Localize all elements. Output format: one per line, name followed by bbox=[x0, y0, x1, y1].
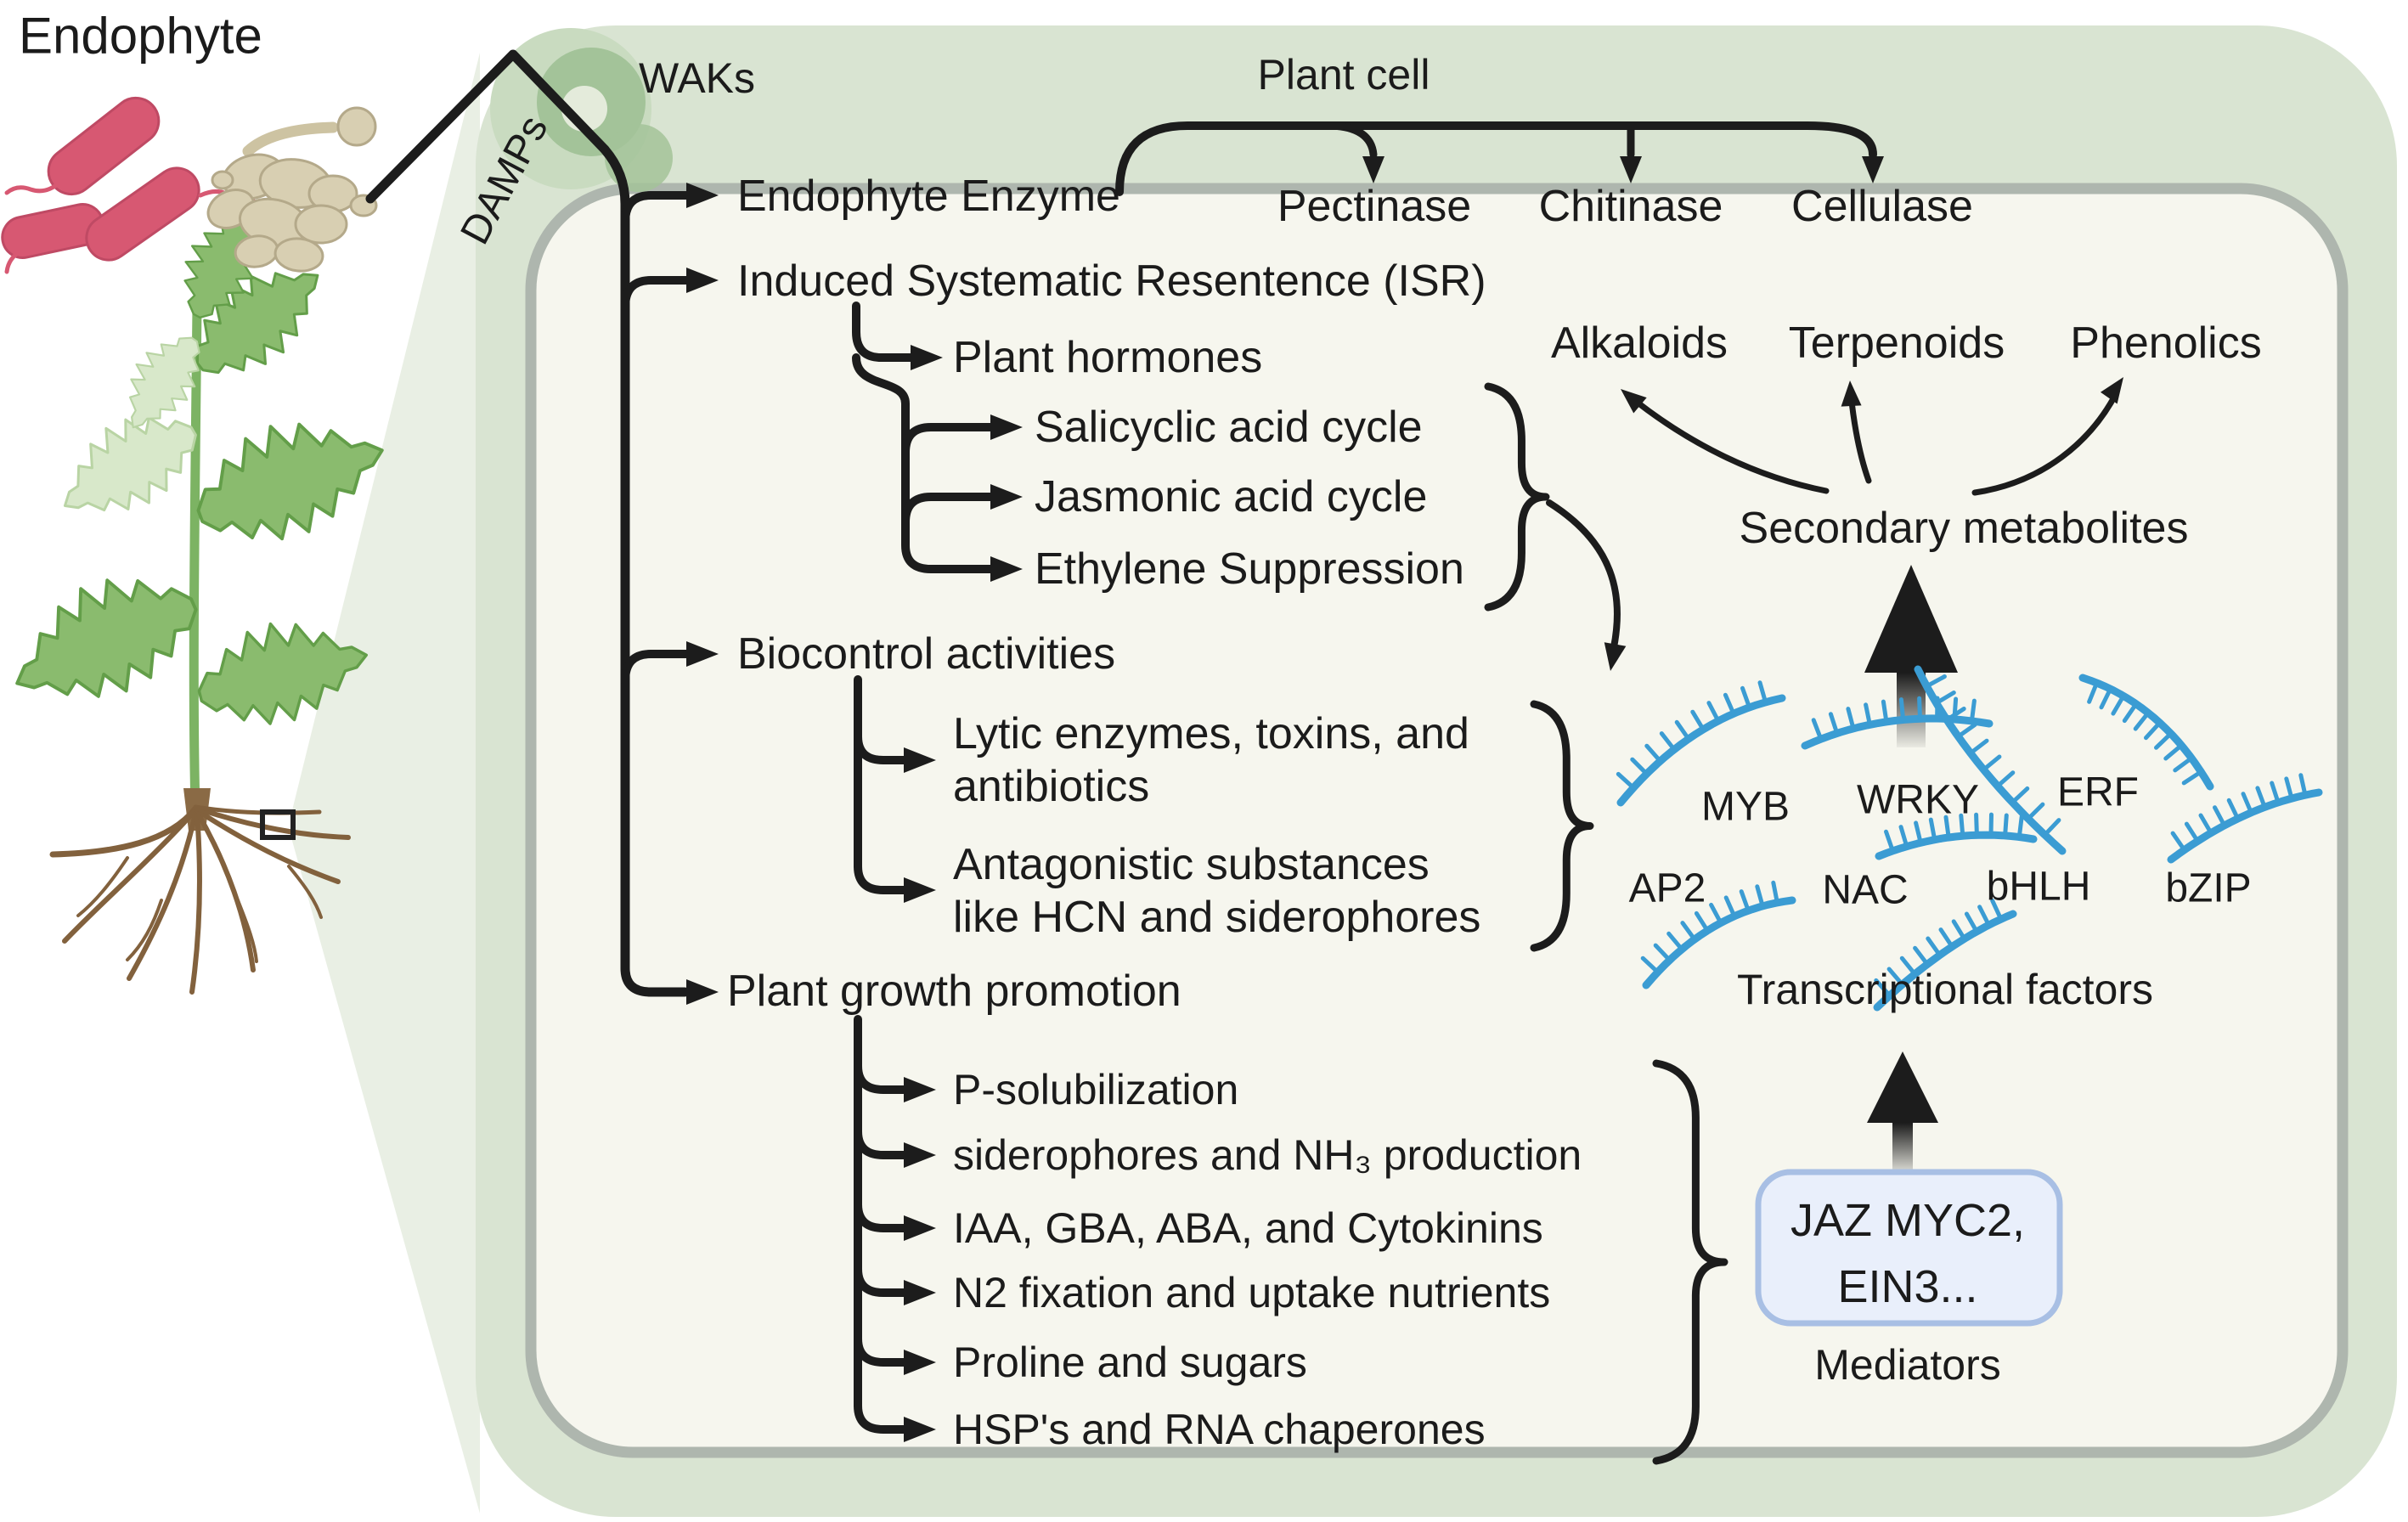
mediators-caption: Mediators bbox=[1814, 1341, 2001, 1389]
tf-erf: ERF bbox=[2057, 769, 2139, 815]
secondary-metabolites-caption: Secondary metabolites bbox=[1739, 504, 2189, 553]
plant-cell-title: Plant cell bbox=[1257, 51, 1430, 99]
growth-item-siderophores: siderophores and NH₃ production bbox=[953, 1131, 1582, 1179]
plant-cell-frame bbox=[476, 25, 2397, 1517]
cycle-ethylene: Ethylene Suppression bbox=[1035, 544, 1464, 594]
pathway-tree bbox=[365, 49, 1877, 1434]
metabolite-alkaloids: Alkaloids bbox=[1550, 318, 1728, 368]
enzyme-cellulase: Cellulase bbox=[1791, 182, 1973, 231]
tf-nac: NAC bbox=[1822, 867, 1909, 913]
rna-strand-icons bbox=[1616, 665, 2323, 1012]
tf-bzip: bZIP bbox=[2165, 865, 2252, 911]
plant-icon bbox=[15, 210, 384, 995]
tf-bhlh: bHLH bbox=[1986, 864, 2091, 910]
biocontrol-item1-line1: Lytic enzymes, toxins, and bbox=[953, 709, 1469, 758]
tf-myb: MYB bbox=[1700, 784, 1790, 830]
plant-hormones-label: Plant hormones bbox=[953, 333, 1263, 382]
biocontrol-label: Biocontrol activities bbox=[737, 629, 1116, 679]
transcriptional-factors-caption: Transcriptional factors bbox=[1737, 966, 2153, 1013]
enzyme-pectinase: Pectinase bbox=[1277, 182, 1472, 231]
tf-wrky: WRKY bbox=[1857, 777, 1979, 823]
growth-label: Plant growth promotion bbox=[727, 967, 1181, 1016]
growth-item-psolubilization: P-solubilization bbox=[953, 1066, 1239, 1113]
endophyte-enzyme-label: Endophyte Enzyme bbox=[737, 172, 1120, 221]
fungus-icon bbox=[206, 106, 378, 273]
biocontrol-item2-line1: Antagonistic substances bbox=[953, 840, 1430, 889]
root-zoom-marker bbox=[260, 809, 296, 840]
biocontrol-item1-line2: antibiotics bbox=[953, 762, 1150, 811]
bacteria-icon bbox=[1, 96, 256, 274]
growth-item-hsp: HSP's and RNA chaperones bbox=[953, 1406, 1486, 1453]
growth-item-hormones: IAA, GBA, ABA, and Cytokinins bbox=[953, 1204, 1543, 1252]
mediators-box bbox=[1755, 1169, 2063, 1327]
tf-ap2: AP2 bbox=[1628, 865, 1706, 911]
enzyme-chitinase: Chitinase bbox=[1538, 182, 1723, 231]
metabolite-phenolics: Phenolics bbox=[2070, 318, 2262, 368]
growth-item-proline: Proline and sugars bbox=[953, 1339, 1307, 1386]
mediator-box-line1: JAZ MYC2, bbox=[1790, 1195, 2026, 1246]
isr-label: Induced Systematic Resentence (ISR) bbox=[737, 256, 1486, 306]
cycle-salicyclic: Salicyclic acid cycle bbox=[1035, 403, 1423, 452]
mediator-box-line2: EIN3... bbox=[1837, 1261, 1978, 1312]
cycle-jasmonic: Jasmonic acid cycle bbox=[1035, 472, 1428, 521]
biocontrol-item2-line2: like HCN and siderophores bbox=[953, 893, 1481, 942]
endophyte-title: Endophyte bbox=[19, 7, 262, 65]
waks-label: WAKs bbox=[639, 54, 756, 102]
metabolite-terpenoids: Terpenoids bbox=[1788, 318, 2005, 368]
growth-item-n2fixation: N2 fixation and uptake nutrients bbox=[953, 1269, 1551, 1316]
